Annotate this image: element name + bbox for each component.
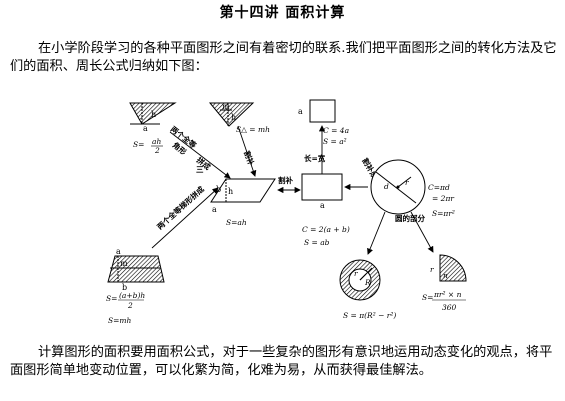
circle-figure: d r C=πd = 2πr S=πr² 圆的部分 [370, 159, 455, 223]
trapezoid-figure: a m b S= (a+b)h 2 S=mh [106, 247, 165, 325]
page-title: 第十四讲 面积计算 [219, 5, 346, 21]
small-triangle-area-formula: S△ = mh [236, 125, 270, 134]
parallelogram-figure: b h a S=ah [210, 178, 276, 227]
sector-figure: r n S= πr² × n 360 [422, 254, 467, 312]
triangle-figure: a h S= ah 2 [129, 102, 177, 155]
triangle-height-label: h [151, 110, 156, 119]
ring-R-label: R [364, 278, 371, 287]
conclusion-paragraph: 计算图形的面积要用面积公式，对于一些复杂的图形有意识地运用动态变化的观点，将平面… [10, 345, 553, 378]
circle-part-label: 圆的部分 [395, 213, 425, 223]
sector-n-label: n [443, 271, 448, 280]
circle-area: S=πr² [432, 209, 455, 218]
small-triangle-m-label: m [222, 102, 230, 111]
triangle-area-num: ah [152, 137, 161, 146]
intro-paragraph: 在小学阶段学习的各种平面图形之间有着密切的联系.我们把平面图形之间的转化方法及它… [10, 41, 557, 74]
trapezoid-area-m: S=mh [108, 316, 132, 325]
square-perimeter: C = 4a [323, 126, 349, 135]
trapezoid-area-num: (a+b)h [119, 291, 145, 300]
length-width-label: 长=宽 [304, 153, 326, 163]
sector-r-label: r [430, 265, 434, 274]
rectangle-perimeter: C = 2(a + b) [302, 225, 350, 234]
trapezoid-a-label: a [116, 247, 121, 256]
trapezoid-area-formula: S= [106, 294, 117, 303]
small-triangle-h-label: h [231, 113, 236, 122]
circle-perimeter-1: C=πd [428, 183, 450, 192]
rectangle-area: S = ab [304, 238, 330, 247]
trapezoid-m-label: m [120, 259, 128, 268]
sector-area: S= [422, 293, 433, 302]
parallelogram-area-formula: S=ah [226, 218, 247, 227]
cut-fill-top-label: 割补 [242, 149, 257, 167]
cut-fill-mid-label: 割补 [278, 175, 293, 185]
circle-r-label: r [405, 178, 409, 187]
sector-area-den: 360 [442, 303, 457, 312]
rectangle-a-label: a [320, 201, 325, 210]
circle-perimeter-2: = 2πr [432, 194, 454, 203]
ring-area: S = π(R² − r²) [343, 311, 396, 320]
ring-r-label: r [354, 269, 358, 278]
parallelogram-a-label: a [212, 205, 217, 214]
trapezoid-area-den: 2 [127, 301, 133, 310]
two-trapezoids-label: 两个全等梯形拼成 [155, 184, 207, 232]
triangle-base-label: a [143, 124, 148, 133]
square-side-label: a [298, 107, 303, 116]
trapezoid-b-label: b [122, 283, 127, 292]
rectangle-figure: a C = 2(a + b) S = ab [301, 173, 350, 247]
sector-area-num: πr² × n [433, 290, 462, 299]
circle-d-label: d [384, 182, 389, 191]
small-triangle-figure: m h S△ = mh [208, 102, 270, 134]
parallelogram-h-label: h [228, 187, 233, 196]
square-figure: a C = 4a S = a² [298, 99, 349, 146]
triangle-area-den: 2 [154, 146, 160, 155]
san-label: 三 [196, 165, 204, 174]
triangle-area-formula: S= [133, 140, 144, 149]
ring-figure: R r S = π(R² − r²) [339, 259, 396, 320]
square-area: S = a² [323, 137, 347, 146]
